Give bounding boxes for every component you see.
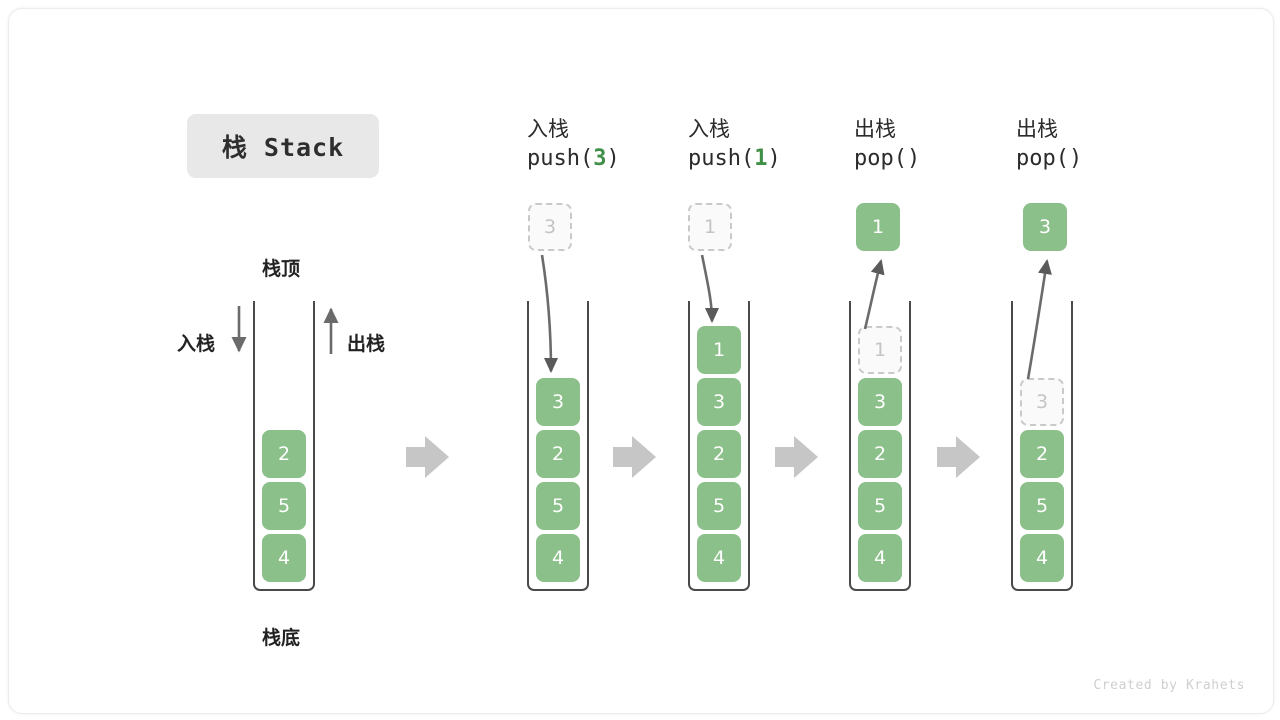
code-argument: 3 (593, 146, 607, 171)
column-header-code: push(1) (688, 143, 858, 175)
stack-column-push-3: 3 2 5 4 (527, 301, 593, 591)
stack-cell: 4 (1020, 534, 1064, 582)
pop-direction-label: 出栈 (347, 333, 386, 355)
stack-cell: 5 (262, 482, 306, 530)
code-prefix: pop( (1016, 146, 1069, 171)
column-header-cn: 入栈 (688, 117, 730, 141)
stack-column-push-1: 1 3 2 5 4 (688, 301, 754, 591)
stack-cell: 5 (536, 482, 580, 530)
stack-cell: 4 (262, 534, 306, 582)
watermark: Created by Krahets (1093, 678, 1245, 693)
code-prefix: push( (527, 146, 594, 171)
stack-top-label: 栈顶 (262, 258, 301, 280)
flow-step-arrow-icon (406, 436, 449, 478)
code-argument: 1 (754, 146, 768, 171)
column-header-cn: 出栈 (854, 117, 896, 141)
code-prefix: pop( (854, 146, 907, 171)
stack-column-pop-1: 1 3 2 5 4 (849, 301, 915, 591)
stack-cell: 4 (858, 534, 902, 582)
stack-tube: 1 3 2 5 4 (849, 301, 911, 591)
flow-step-arrow-icon (775, 436, 818, 478)
stack-tube: 2 5 4 (253, 301, 315, 591)
code-suffix: ) (1068, 146, 1083, 171)
stack-tube: 3 2 5 4 (527, 301, 589, 591)
push-direction-label: 入栈 (177, 333, 216, 355)
stack-cell-ghost: 1 (858, 326, 902, 374)
stack-cell: 4 (536, 534, 580, 582)
code-prefix: push( (688, 146, 755, 171)
stack-cell: 5 (697, 482, 741, 530)
stack-cell: 5 (858, 482, 902, 530)
column-header-code: pop() (1016, 143, 1186, 175)
stack-cell: 2 (536, 430, 580, 478)
stack-cell: 3 (536, 378, 580, 426)
code-suffix: ) (767, 146, 781, 171)
stack-cell: 5 (1020, 482, 1064, 530)
stack-column-pop-3: 3 2 5 4 (1011, 301, 1077, 591)
column-header-code: pop() (854, 143, 1024, 175)
code-suffix: ) (906, 146, 921, 171)
popped-value-box: 1 (856, 203, 900, 251)
stack-cell: 2 (262, 430, 306, 478)
code-suffix: ) (606, 146, 620, 171)
column-header-pop-3: 出栈 pop() (1016, 115, 1186, 175)
stack-cell: 3 (697, 378, 741, 426)
stack-cell: 4 (697, 534, 741, 582)
floating-value-box: 1 (688, 203, 732, 251)
flow-step-arrow-icon (937, 436, 980, 478)
floating-value-box: 3 (528, 203, 572, 251)
page-title: 栈 Stack (187, 114, 379, 178)
stack-column-initial: 2 5 4 (253, 301, 319, 591)
stack-tube: 3 2 5 4 (1011, 301, 1073, 591)
stack-bottom-label: 栈底 (262, 627, 301, 649)
stack-cell: 1 (697, 326, 741, 374)
column-header-push-1: 入栈 push(1) (688, 115, 858, 175)
column-header-pop-1: 出栈 pop() (854, 115, 1024, 175)
stack-cell: 3 (858, 378, 902, 426)
popped-value-box: 3 (1023, 203, 1067, 251)
stack-cell: 2 (697, 430, 741, 478)
diagram-canvas: 栈 Stack 栈顶 栈底 入栈 出栈 2 5 4 入栈 push(3) 3 3… (8, 8, 1274, 714)
column-header-cn: 入栈 (527, 117, 569, 141)
column-header-push-3: 入栈 push(3) (527, 115, 697, 175)
stack-tube: 1 3 2 5 4 (688, 301, 750, 591)
column-header-code: push(3) (527, 143, 697, 175)
column-header-cn: 出栈 (1016, 117, 1058, 141)
stack-cell: 2 (858, 430, 902, 478)
stack-cell-ghost: 3 (1020, 378, 1064, 426)
stack-cell: 2 (1020, 430, 1064, 478)
flow-step-arrow-icon (613, 436, 656, 478)
